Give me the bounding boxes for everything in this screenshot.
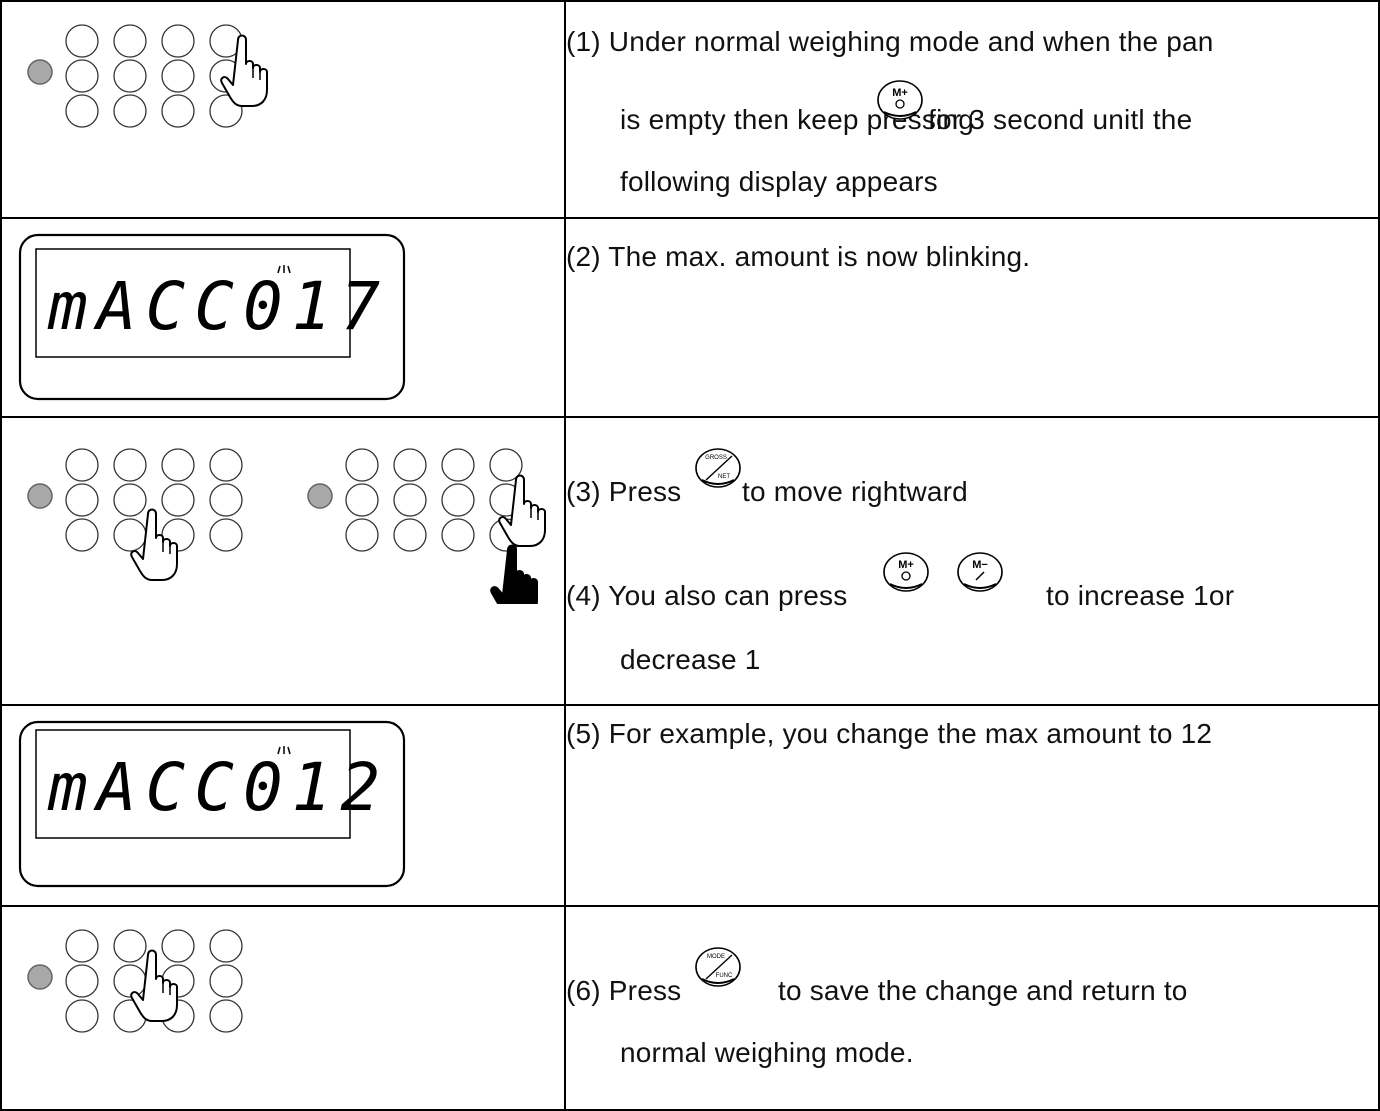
step-illustration: mACC012 (2, 706, 564, 905)
step-text: following display appears (620, 166, 938, 197)
row-divider (0, 416, 1380, 418)
svg-text:MODE: MODE (707, 954, 725, 960)
step-text: decrease 1 (620, 644, 761, 675)
m-plus-key-icon: M+ (883, 552, 929, 592)
step-text: (6) Press (566, 975, 682, 1006)
step-illustration: mACC017 (2, 219, 564, 416)
step-text: to increase 1or (1046, 580, 1235, 611)
table-row: (3) Press GROSS NET to move rightward (4… (0, 418, 1380, 704)
row-divider (0, 704, 1380, 706)
blinking-mark-icon (277, 746, 291, 755)
step-text: (5) For example, you change the max amou… (566, 718, 1213, 749)
column-divider (564, 0, 566, 1111)
step-text: (4) You also can press (566, 580, 848, 611)
row-divider (0, 217, 1380, 219)
step-illustration (2, 907, 564, 1109)
table-border-top (0, 0, 1380, 2)
gross-net-key-icon: GROSS NET (695, 448, 741, 488)
keypad-press-illustration (27, 24, 268, 128)
step-text: (3) Press (566, 476, 682, 507)
keypad-press-illustration (27, 448, 243, 581)
m-minus-key-icon: M− (957, 552, 1003, 592)
svg-text:FUNC: FUNC (716, 973, 733, 979)
mode-func-key-icon: MODE FUNC (695, 947, 741, 987)
svg-text:GROSS: GROSS (705, 455, 727, 461)
svg-text:M+: M+ (898, 559, 914, 571)
step-illustration (2, 2, 564, 217)
pointing-hand-dark-icon (490, 544, 538, 604)
blinking-mark-icon (277, 265, 291, 274)
svg-text:M+: M+ (892, 87, 908, 99)
step-description: (2) The max. amount is now blinking. (566, 219, 1378, 416)
svg-text:NET: NET (718, 474, 730, 480)
keypad-press-illustration (307, 448, 546, 604)
table-row: mACC012 (5) For example, you change the … (0, 706, 1380, 905)
lcd-readout: mACC017 (47, 268, 389, 345)
step-text: (1) Under normal weighing mode and when … (566, 26, 1214, 57)
step-description: (5) For example, you change the max amou… (566, 706, 1378, 905)
keypad-press-illustration (27, 929, 243, 1033)
step-text: to move rightward (742, 476, 968, 507)
table-border-bottom (0, 1109, 1380, 1111)
step-text: normal weighing mode. (620, 1037, 914, 1068)
step-text: for 3 second unitl the (928, 104, 1193, 135)
lcd-display: mACC012 (18, 720, 406, 888)
table-row: (6) Press MODE FUNC to save the change a… (0, 907, 1380, 1109)
table-border-right (1378, 0, 1380, 1111)
step-description: (6) Press MODE FUNC to save the change a… (566, 907, 1378, 1109)
step-description: (3) Press GROSS NET to move rightward (4… (566, 418, 1378, 704)
table-border-left (0, 0, 2, 1111)
lcd-display: mACC017 (18, 233, 406, 401)
step-text: to save the change and return to (778, 975, 1188, 1006)
row-divider (0, 905, 1380, 907)
step-text: (2) The max. amount is now blinking. (566, 241, 1031, 272)
step-illustration (2, 418, 564, 704)
m-plus-key-icon: M+ (877, 80, 923, 120)
table-row: (1) Under normal weighing mode and when … (0, 2, 1380, 217)
svg-text:M−: M− (972, 559, 988, 571)
table-row: mACC017 (2) The max. amount is now blink… (0, 219, 1380, 416)
lcd-readout: mACC012 (47, 749, 389, 826)
step-description: (1) Under normal weighing mode and when … (566, 2, 1378, 217)
